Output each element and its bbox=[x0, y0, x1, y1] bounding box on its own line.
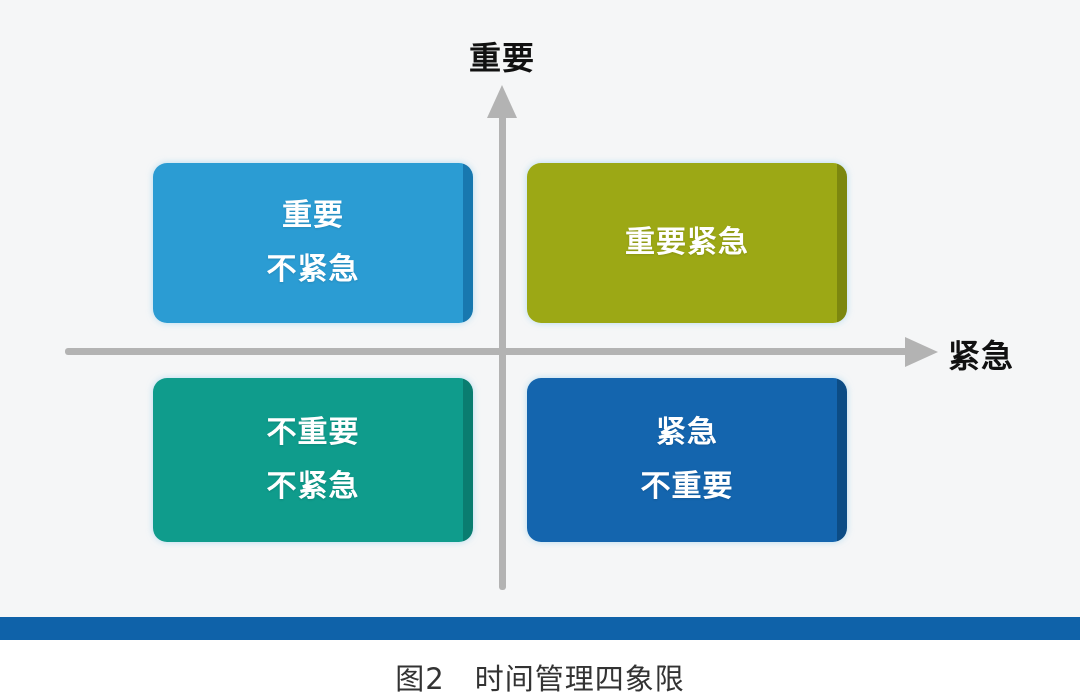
y-axis-label: 重要 bbox=[469, 39, 536, 77]
quadrant-label-line: 紧急 bbox=[656, 415, 718, 450]
quadrant-label-line: 不紧急 bbox=[266, 469, 360, 504]
figure-caption: 图2 时间管理四象限 bbox=[0, 656, 1080, 698]
quadrant-not-important-not-urgent: 不重要 不紧急 bbox=[153, 378, 473, 542]
quadrant-important-not-urgent: 重要 不紧急 bbox=[153, 163, 473, 323]
figure-number: 图2 bbox=[395, 662, 445, 696]
quadrant-label-line: 重要 bbox=[282, 198, 344, 233]
quadrant-label-line: 不紧急 bbox=[266, 252, 360, 287]
horizontal-axis-line bbox=[65, 348, 910, 355]
quadrant-label-line: 不重要 bbox=[266, 415, 360, 450]
quadrant-label-line: 不重要 bbox=[640, 469, 734, 504]
quadrant-diagram: 重要 紧急 重要 不紧急 重要紧急 不重要 不紧急 紧急 不重要 bbox=[65, 39, 1015, 590]
figure-title: 时间管理四象限 bbox=[474, 662, 685, 696]
quadrant-urgent-not-important: 紧急 不重要 bbox=[527, 378, 847, 542]
divider-bar bbox=[0, 617, 1080, 640]
up-arrowhead-icon bbox=[487, 85, 517, 118]
quadrant-label-line: 重要紧急 bbox=[625, 225, 749, 260]
x-axis-label: 紧急 bbox=[948, 337, 1015, 375]
quadrant-important-urgent: 重要紧急 bbox=[527, 163, 847, 323]
right-arrowhead-icon bbox=[905, 337, 938, 367]
